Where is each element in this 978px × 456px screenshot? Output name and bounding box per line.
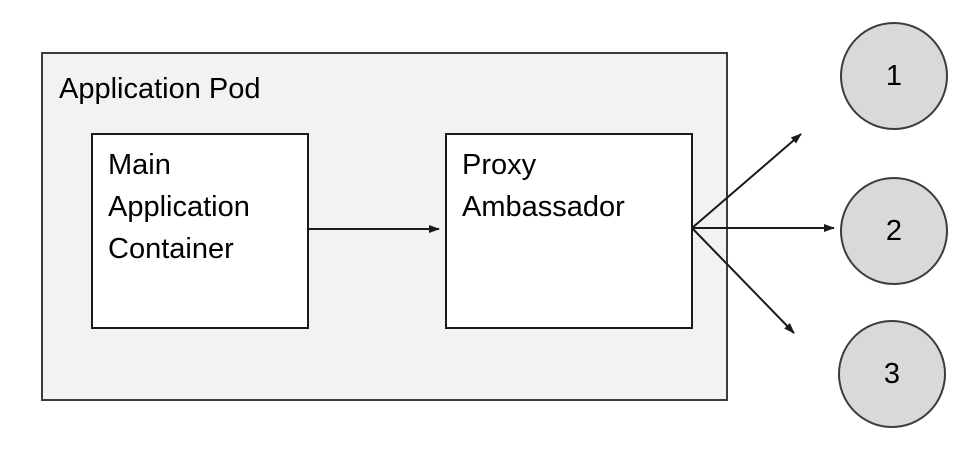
node-circle-3: 3	[838, 320, 946, 428]
proxy-ambassador-label: Proxy Ambassador	[462, 149, 625, 223]
application-pod-label: Application Pod	[59, 73, 261, 105]
node-circle-1: 1	[840, 22, 948, 130]
application-pod-shape: Application Pod Main Application Contain…	[41, 52, 728, 401]
main-application-container-shape: Main Application Container	[91, 133, 309, 329]
node-3-label: 3	[883, 357, 901, 390]
main-application-container-label: Main Application Container	[108, 149, 250, 265]
node-circle-2: 2	[840, 177, 948, 285]
node-2-label: 2	[885, 214, 903, 247]
node-1-label: 1	[885, 59, 903, 92]
proxy-ambassador-shape: Proxy Ambassador	[445, 133, 693, 329]
